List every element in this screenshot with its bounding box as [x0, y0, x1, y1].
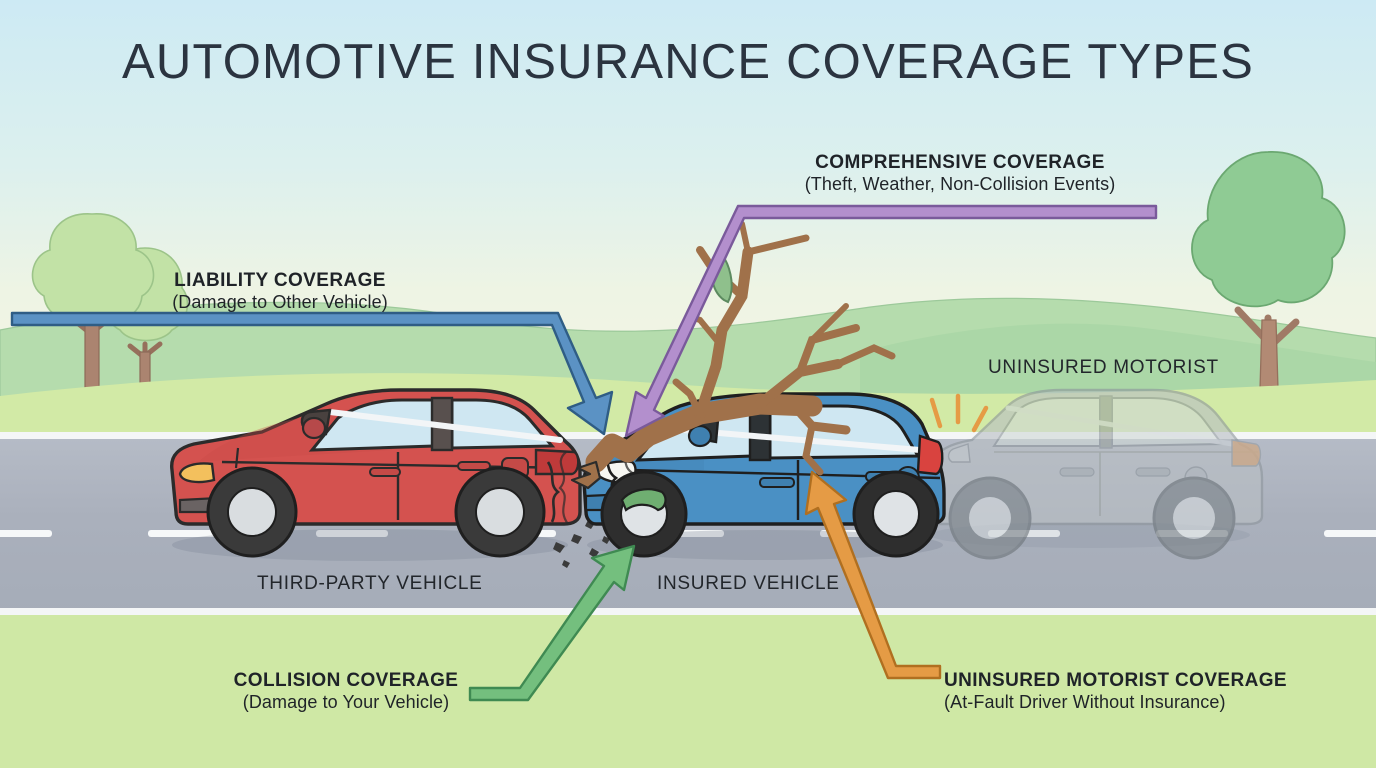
caption-third-party-vehicle: THIRD-PARTY VEHICLE	[257, 573, 483, 594]
uninsured-motorist-arrow	[804, 470, 942, 680]
caption-insured-vehicle: INSURED VEHICLE	[657, 573, 840, 594]
callout-comprehensive-title: COMPREHENSIVE COVERAGE	[815, 152, 1105, 173]
callout-comprehensive-subtitle: (Theft, Weather, Non-Collision Events)	[804, 173, 1116, 194]
tree-left-small-trunk	[127, 341, 163, 401]
branch-splintered-end	[570, 460, 602, 490]
collision-arrow	[468, 544, 636, 702]
gray-car	[930, 388, 1264, 560]
callout-collision: COLLISION COVERAGE (Damage to Your Vehic…	[116, 670, 576, 712]
blue-car	[582, 392, 946, 558]
callout-uninsured-title: UNINSURED MOTORIST COVERAGE	[944, 670, 1287, 691]
callout-liability-subtitle: (Damage to Other Vehicle)	[172, 291, 388, 312]
callout-collision-title: COLLISION COVERAGE	[233, 670, 459, 691]
tree-right-canopy	[1191, 151, 1346, 308]
red-car	[170, 388, 582, 558]
callout-uninsured-subtitle: (At-Fault Driver Without Insurance)	[944, 691, 1226, 712]
liability-arrow	[10, 311, 614, 436]
fallen-tree-branch	[585, 221, 896, 476]
impact-sparks-rear	[929, 393, 989, 433]
road-edge-line-bottom	[0, 608, 1376, 615]
caption-uninsured-motorist-vehicle: UNINSURED MOTORIST	[988, 357, 1219, 378]
callout-liability-title: LIABILITY COVERAGE	[174, 270, 386, 291]
callout-comprehensive: COMPREHENSIVE COVERAGE (Theft, Weather, …	[710, 152, 1210, 194]
page-title: AUTOMOTIVE INSURANCE COVERAGE TYPES	[121, 35, 1254, 89]
comprehensive-arrow	[624, 204, 1158, 438]
grass-foreground	[0, 615, 1376, 768]
callout-liability: LIABILITY COVERAGE (Damage to Other Vehi…	[130, 270, 430, 312]
callout-collision-subtitle: (Damage to Your Vehicle)	[242, 691, 450, 712]
callout-uninsured-motorist: UNINSURED MOTORIST COVERAGE (At-Fault Dr…	[944, 670, 1324, 712]
